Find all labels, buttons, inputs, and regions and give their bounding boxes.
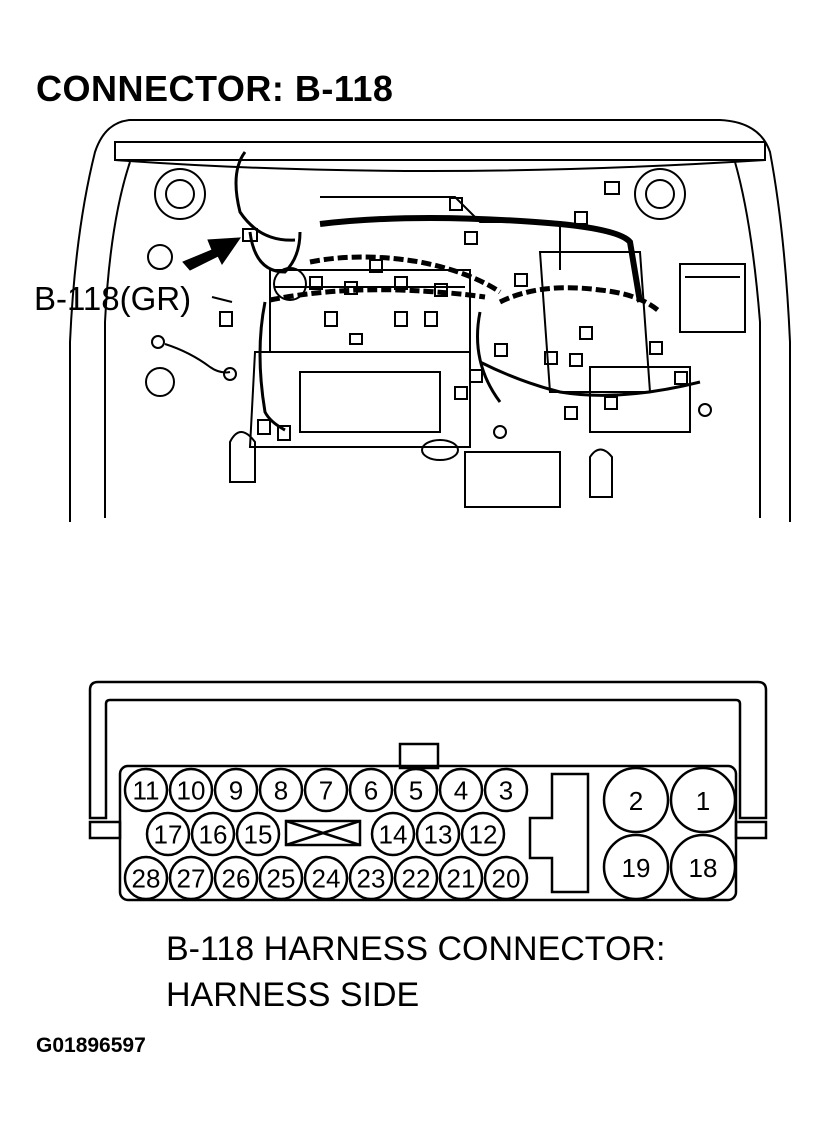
pin-28: 28 (123, 855, 169, 901)
pin-number: 24 (312, 863, 341, 893)
engine-bay-illustration (69, 119, 791, 522)
pin-circle (393, 855, 439, 901)
pin-circle (303, 855, 349, 901)
pin-circle (258, 855, 304, 901)
pin-number: 9 (229, 775, 243, 805)
pin-circle (438, 855, 484, 901)
pin-circle (483, 855, 529, 901)
pin-number: 26 (222, 863, 251, 893)
pin-number: 11 (133, 775, 160, 805)
pin-22: 22 (393, 855, 439, 901)
large-pin-group: 2 1 19 18 (602, 766, 737, 901)
pin-circle (669, 766, 737, 834)
pin-number: 20 (492, 863, 521, 893)
pin-20: 20 (483, 855, 529, 901)
pin-24: 24 (303, 855, 349, 901)
pin-circle (393, 767, 439, 813)
pin-21: 21 (438, 855, 484, 901)
pin-23: 23 (348, 855, 394, 901)
pin-number: 15 (244, 819, 273, 849)
pin-circle (145, 811, 191, 857)
pin-number: 16 (199, 819, 228, 849)
pin-number: 13 (424, 819, 453, 849)
pin-number: 1 (696, 786, 710, 816)
figure-id: G01896597 (36, 1034, 146, 1057)
pin-1: 1 (669, 766, 737, 834)
pin-number: 14 (379, 819, 408, 849)
pin-25: 25 (258, 855, 304, 901)
pin-circle (348, 855, 394, 901)
pin-number: 8 (274, 775, 288, 805)
pin-number: 25 (267, 863, 296, 893)
pin-number: 3 (499, 775, 513, 805)
pin-12: 12 (460, 811, 506, 857)
pin-7: 7 (303, 767, 349, 813)
connector-caption-line2: HARNESS SIDE (166, 976, 420, 1014)
pin-3: 3 (483, 767, 529, 813)
pin-number: 7 (319, 775, 333, 805)
pin-2: 2 (602, 766, 670, 834)
pin-number: 18 (689, 853, 718, 883)
pin-16: 16 (190, 811, 236, 857)
pin-circle (168, 767, 214, 813)
pin-10: 10 (168, 767, 214, 813)
pin-number: 27 (177, 863, 206, 893)
page-title: CONNECTOR: B-118 (36, 68, 394, 109)
pin-9: 9 (213, 767, 259, 813)
pin-number: 21 (447, 863, 476, 893)
pin-circle (235, 811, 281, 857)
pin-number: 19 (622, 853, 651, 883)
pin-circle (258, 767, 304, 813)
pin-circle (602, 833, 670, 901)
pin-11: 11 (123, 767, 169, 813)
pin-5: 5 (393, 767, 439, 813)
pin-number: 4 (454, 775, 468, 805)
pin-18: 18 (669, 833, 737, 901)
pin-number: 22 (402, 863, 431, 893)
pin-number: 6 (364, 775, 378, 805)
connector-caption-line1: B-118 HARNESS CONNECTOR: (166, 930, 666, 968)
pin-circle (190, 811, 236, 857)
pin-13: 13 (415, 811, 461, 857)
pin-8: 8 (258, 767, 304, 813)
pin-14: 14 (370, 811, 416, 857)
pin-number: 23 (357, 863, 386, 893)
pin-number: 17 (154, 819, 183, 849)
pin-circle (669, 833, 737, 901)
pin-circle (415, 811, 461, 857)
small-pin-group: 11 10 9 8 7 6 5 4 3 28 27 26 25 24 23 22 21 20 17 16 15 14 13 1… (123, 767, 529, 901)
pin-circle (213, 855, 259, 901)
pin-circle (168, 855, 214, 901)
pin-number: 2 (629, 786, 643, 816)
pin-circle (303, 767, 349, 813)
pin-number: 12 (469, 819, 498, 849)
pin-15: 15 (235, 811, 281, 857)
pin-17: 17 (145, 811, 191, 857)
pin-26: 26 (213, 855, 259, 901)
pin-circle (483, 767, 529, 813)
pin-circle (348, 767, 394, 813)
pin-circle (213, 767, 259, 813)
pin-number: 5 (409, 775, 423, 805)
pin-circle (602, 766, 670, 834)
pin-number: 10 (177, 775, 206, 805)
connector-callout-label: B-118(GR) (34, 280, 192, 317)
pin-circle (370, 811, 416, 857)
pin-circle (460, 811, 506, 857)
pin-6: 6 (348, 767, 394, 813)
pin-27: 27 (168, 855, 214, 901)
pin-19: 19 (602, 833, 670, 901)
pin-circle (438, 767, 484, 813)
pin-circle (123, 767, 169, 813)
pin-number: 28 (132, 863, 161, 893)
pin-circle (123, 855, 169, 901)
pin-4: 4 (438, 767, 484, 813)
